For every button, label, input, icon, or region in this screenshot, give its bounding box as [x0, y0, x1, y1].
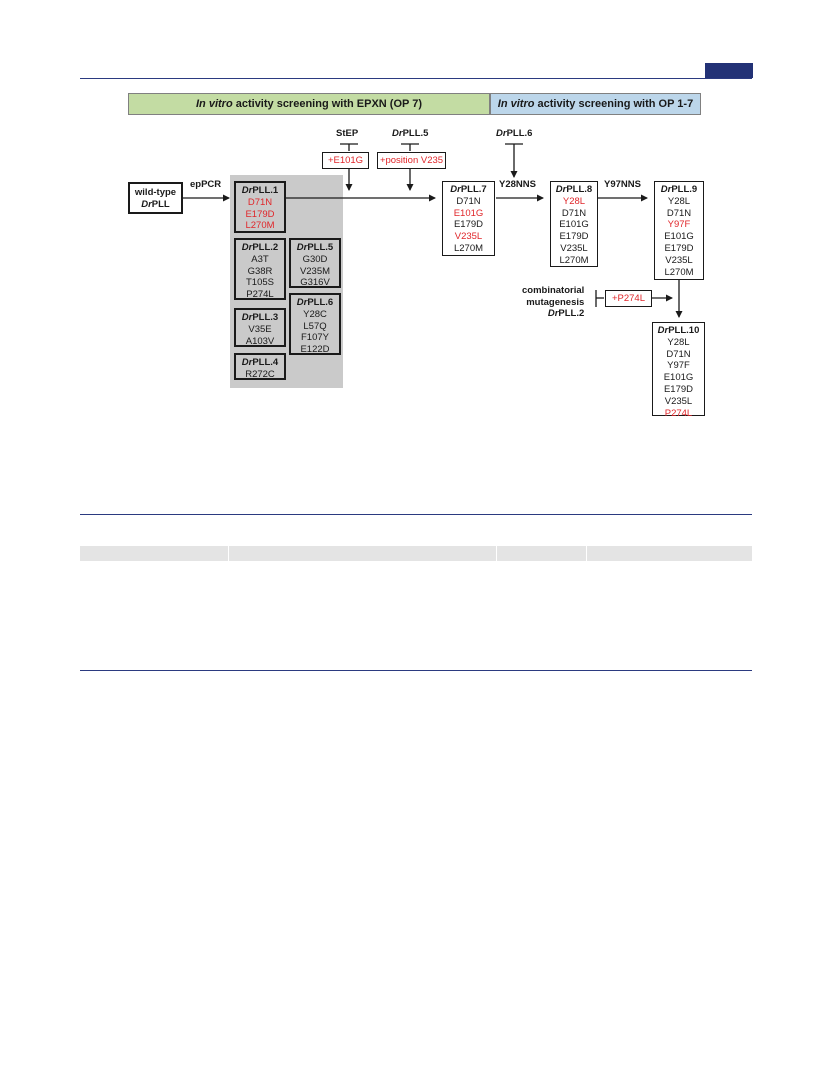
- table-top-rule: [80, 514, 752, 515]
- variant-drpll6: DrPLL.6 Y28C L57Q F107Y E122D: [289, 293, 341, 355]
- variant-drpll2: DrPLL.2 A3T G38R T105S P274L: [234, 238, 286, 300]
- variant-drpll1: DrPLL.1 D71N E179D L270M: [234, 181, 286, 233]
- variant-drpll3: DrPLL.3 V35E A103V: [234, 308, 286, 347]
- p274l-box: +P274L: [605, 290, 652, 307]
- variant-drpll5: DrPLL.5 G30D V235M G316V: [289, 238, 341, 288]
- table-header-strip: [80, 546, 752, 561]
- step-label: StEP: [336, 128, 359, 139]
- variant-drpll10: DrPLL.10 Y28L D71N Y97F E101G E179D V235…: [652, 322, 705, 419]
- banner-op-screening: In vitro activity screening with OP 1-7: [490, 93, 701, 115]
- table-bottom-rule: [80, 670, 752, 671]
- header-rule: [80, 78, 752, 79]
- drpll6-source-label: DrPLL.6: [496, 128, 533, 139]
- y28nns-label: Y28NNS: [499, 179, 536, 190]
- variant-drpll9: DrPLL.9 Y28L D71N Y97F E101G E179D V235L…: [654, 181, 704, 280]
- position-v235-box: +position V235: [377, 152, 446, 169]
- combinatorial-mutagenesis-label: combinatorial mutagenesis DrPLL.2: [522, 285, 585, 319]
- variant-drpll4: DrPLL.4 R272C: [234, 353, 286, 380]
- variant-drpll8: DrPLL.8 Y28L D71N E101G E179D V235L L270…: [550, 181, 598, 267]
- drpll5-source-label: DrPLL.5: [392, 128, 429, 139]
- page-corner-tab: [705, 63, 753, 78]
- variant-drpll7: DrPLL.7 D71N E101G E179D V235L L270M: [442, 181, 495, 256]
- y97nns-label: Y97NNS: [604, 179, 641, 190]
- eppcr-label: epPCR: [190, 179, 222, 190]
- wildtype-box: wild-type DrPLL: [128, 182, 183, 214]
- e101g-box: +E101G: [322, 152, 369, 169]
- banner-epxn-screening: In vitro activity screening with EPXN (O…: [128, 93, 490, 115]
